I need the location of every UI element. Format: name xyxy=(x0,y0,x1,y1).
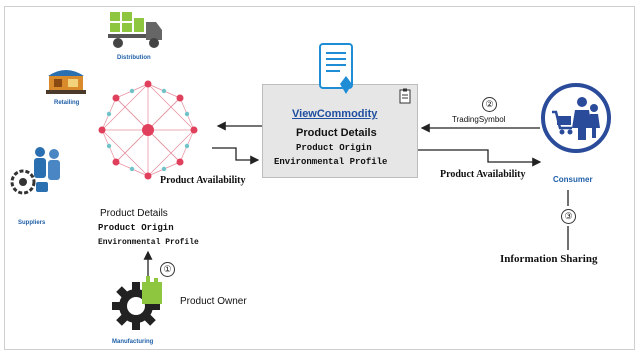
store-icon xyxy=(46,70,86,94)
view-commodity-line1: Product Details xyxy=(296,127,377,139)
diagram-frame xyxy=(4,6,635,350)
clipboard-icon xyxy=(399,88,411,104)
distribution-label: Distribution xyxy=(117,55,151,61)
product-owner-label: Product Owner xyxy=(180,296,247,307)
view-commodity-line3: Environmental Profile xyxy=(274,157,388,167)
left-info-line2: Product Origin xyxy=(98,223,174,233)
suppliers-icon xyxy=(10,147,60,195)
arrow-box-to-consumer xyxy=(418,149,542,167)
product-availability-left: Product Availability xyxy=(160,175,246,186)
manufacturing-label: Manufacturing xyxy=(112,339,154,345)
step-1-marker: ① xyxy=(160,262,175,277)
trading-symbol-label: TradingSymbol xyxy=(452,115,506,124)
arrow-network-to-box xyxy=(212,147,260,165)
view-commodity-line2: Product Origin xyxy=(296,143,372,153)
network-graph xyxy=(98,80,198,180)
truck-icon xyxy=(108,12,162,48)
view-commodity-box xyxy=(262,84,418,178)
step-3-marker: ③ xyxy=(561,209,576,224)
retailing-label: Retailing xyxy=(54,100,80,106)
information-sharing-label: Information Sharing xyxy=(500,253,598,265)
gear-icon xyxy=(112,276,162,330)
product-availability-right: Product Availability xyxy=(440,169,526,180)
left-info-line1: Product Details xyxy=(100,208,168,219)
consumer-label: Consumer xyxy=(553,175,593,184)
step-2-marker: ② xyxy=(482,97,497,112)
suppliers-label: Suppliers xyxy=(18,220,46,226)
consumer-icon xyxy=(541,83,611,153)
view-commodity-title: ViewCommodity xyxy=(292,108,378,120)
left-info-line3: Environmental Profile xyxy=(98,238,199,247)
document-icon xyxy=(319,43,353,94)
